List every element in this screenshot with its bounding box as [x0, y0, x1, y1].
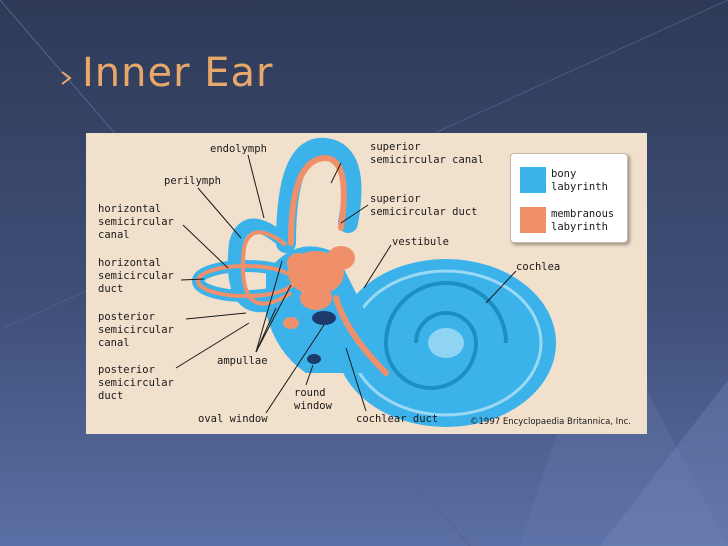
label-ampullae: ampullae [217, 355, 268, 367]
inner-ear-illustration [175, 137, 556, 427]
slide-title: Inner Ear [82, 50, 274, 96]
label-vestibule: vestibule [392, 236, 449, 248]
label-endolymph: endolymph [210, 143, 267, 155]
label-round-window: round window [294, 387, 332, 412]
superior-canal-shape [276, 137, 362, 253]
label-cochlear-duct: cochlear duct [356, 413, 439, 425]
legend-swatch-bony [520, 167, 546, 193]
legend-label-bony: bony labyrinth [551, 168, 608, 193]
title-bullet-icon [61, 71, 72, 85]
round-window-shape [307, 354, 321, 364]
label-perilymph: perilymph [164, 175, 221, 187]
copyright-notice: ©1997 Encyclopaedia Britannica, Inc. [470, 417, 631, 427]
label-cochlea: cochlea [516, 261, 561, 273]
label-oval-window: oval window [198, 413, 268, 425]
legend-label-membranous: membranous labyrinth [551, 208, 615, 233]
legend: bony labyrinth membranous labyrinth [510, 153, 628, 243]
inner-ear-diagram: endolymph perilymph horizontal semicircu… [86, 133, 647, 434]
oval-window-shape [312, 311, 336, 325]
label-horizontal-semicircular-duct: horizontal semicircular duct [98, 257, 174, 295]
label-horizontal-semicircular-canal: horizontal semicircular canal [98, 203, 174, 241]
label-posterior-semicircular-canal: posterior semicircular canal [98, 311, 174, 349]
membranous-labyrinth-shape [196, 154, 389, 376]
label-superior-semicircular-canal: superior semicircular canal [370, 141, 484, 166]
label-superior-semicircular-duct: superior semicircular duct [370, 193, 478, 218]
legend-swatch-membranous [520, 207, 546, 233]
leader-lines [175, 154, 517, 414]
label-posterior-semicircular-duct: posterior semicircular duct [98, 364, 174, 402]
